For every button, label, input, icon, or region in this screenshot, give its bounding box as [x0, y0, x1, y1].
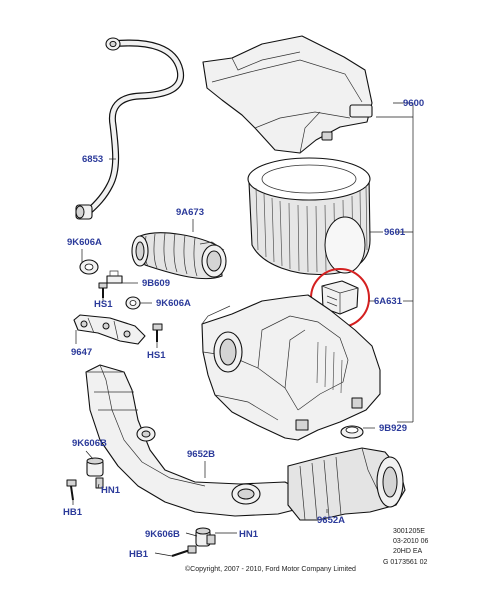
clip-9B609 — [106, 270, 123, 284]
nut-HN1-left — [95, 477, 104, 489]
label-HB1-left: HB1 — [63, 507, 83, 518]
label-HS1-upper: HS1 — [94, 299, 113, 310]
foam-insert-6A631 — [310, 268, 370, 328]
ref-code-1: 3001205E — [393, 528, 425, 535]
label-9A673: 9A673 — [176, 207, 204, 218]
label-6853: 6853 — [82, 154, 103, 165]
copyright-notice: ©Copyright, 2007 - 2010, Ford Motor Comp… — [185, 565, 356, 573]
label-6A631: 6A631 — [374, 296, 403, 307]
bolt-HB1-left — [66, 479, 77, 501]
label-HB1-bottom: HB1 — [129, 549, 149, 560]
label-9K606A-upper: 9K606A — [67, 237, 102, 248]
label-HN1-left: HN1 — [101, 485, 121, 496]
label-9K606B-left: 9K606B — [72, 438, 107, 449]
vent-hose-6853 — [75, 37, 185, 220]
resonator-duct-9652A — [287, 447, 406, 521]
bolt-HS1-upper — [98, 282, 108, 298]
nut-HN1-bottom — [206, 534, 216, 545]
intake-duct-9652B — [85, 364, 303, 517]
air-cleaner-cover-9600 — [202, 35, 373, 154]
label-9B929: 9B929 — [379, 423, 407, 434]
grommet-9B929 — [340, 425, 364, 439]
grommet-9K606A-lower — [125, 296, 141, 310]
label-9647: 9647 — [71, 347, 92, 358]
label-HN1-bottom: HN1 — [239, 529, 259, 540]
label-9652B: 9652B — [187, 449, 215, 460]
label-9601: 9601 — [384, 227, 406, 238]
label-9B609: 9B609 — [142, 278, 170, 289]
bracket-9647 — [73, 314, 146, 345]
ref-code-3: 20HD EA — [393, 548, 423, 555]
filter-element-9601 — [247, 157, 371, 276]
leader-lines — [72, 102, 414, 557]
ref-code-2: 03-2010 06 — [393, 538, 429, 545]
bolt-HB1-bottom — [171, 545, 197, 557]
intake-hose-9A673 — [131, 232, 227, 280]
bolt-HS1-lower — [152, 323, 163, 342]
label-9K606A-lower: 9K606A — [156, 298, 191, 309]
grommet-9K606A-upper — [79, 259, 99, 275]
label-9652A: 9652A — [317, 515, 345, 526]
ref-code-4: G 0173561 02 — [383, 559, 427, 566]
air-cleaner-housing — [201, 294, 381, 441]
label-9600: 9600 — [403, 98, 424, 109]
label-9K606B-bottom: 9K606B — [145, 529, 180, 540]
grommet-9K606B-left — [86, 457, 104, 477]
label-HS1-lower: HS1 — [147, 350, 166, 361]
